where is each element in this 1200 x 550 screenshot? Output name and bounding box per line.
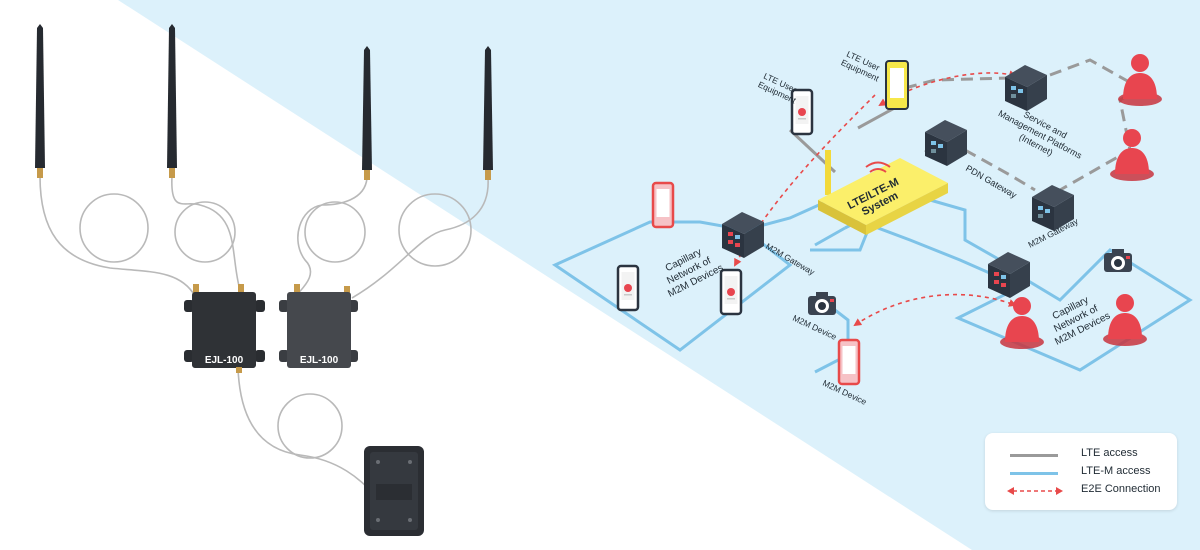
antenna-cables	[39, 175, 489, 493]
antenna-icon	[35, 24, 45, 178]
phone-icon	[885, 60, 909, 110]
mounting-plate	[364, 446, 424, 536]
legend-item-e2e-connection: E2E Connection	[985, 482, 1177, 500]
lte-lte-m-system: LTE/LTE-M System	[818, 150, 948, 235]
hardware-illustration: EJL-100 EJL-100	[35, 24, 493, 536]
lte-access-swatch	[1010, 454, 1058, 457]
ejl-100-module-1: EJL-100	[184, 284, 265, 373]
module-label: EJL-100	[300, 355, 339, 366]
legend: LTE access LTE-M access E2E Connection	[985, 433, 1177, 510]
phone-icon	[616, 264, 640, 312]
phone-icon	[651, 181, 675, 229]
network-diagram: LTE/LTE-M System PDN Gateway Service and…	[551, 49, 1193, 407]
phone-icon	[837, 338, 861, 386]
antenna-icon	[362, 46, 372, 180]
module-label: EJL-100	[205, 355, 244, 366]
legend-item-lte-m-access: LTE-M access	[985, 464, 1177, 482]
legend-label: LTE access	[1081, 447, 1138, 459]
signal-icon	[865, 161, 891, 173]
e2e-connection-swatch	[1007, 487, 1063, 495]
lte-m-access-swatch	[1010, 472, 1058, 475]
ejl-100-module-2: EJL-100	[279, 284, 358, 368]
phone-icon	[719, 268, 743, 316]
legend-item-lte-access: LTE access	[985, 446, 1177, 464]
legend-label: E2E Connection	[1081, 483, 1161, 495]
antenna-icon	[483, 46, 493, 180]
legend-label: LTE-M access	[1081, 465, 1151, 477]
antenna-icon	[167, 24, 177, 178]
